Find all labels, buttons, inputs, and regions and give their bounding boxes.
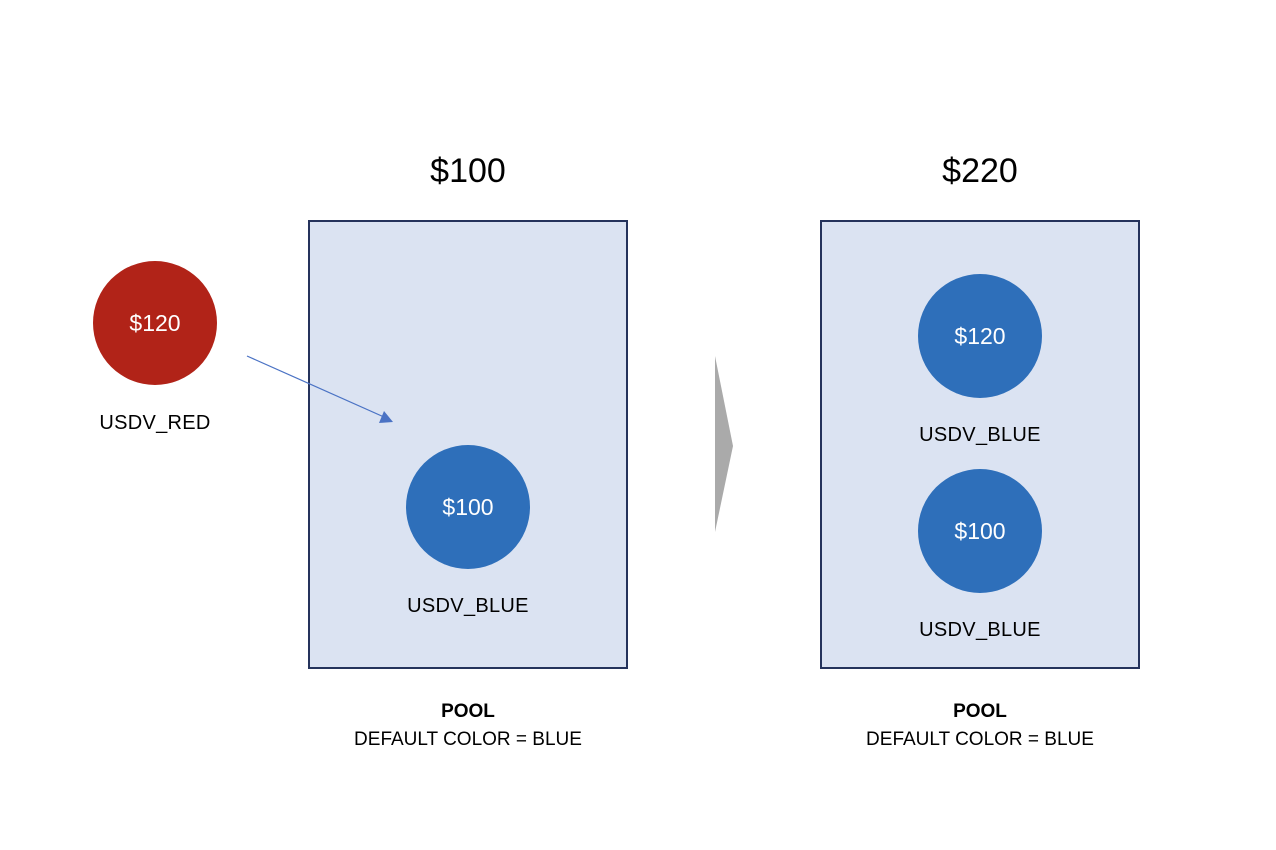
after-pool-coin-2: $100 bbox=[918, 469, 1042, 593]
incoming-coin-value: $120 bbox=[129, 309, 181, 336]
before-pool-caption-sub: DEFAULT COLOR = BLUE bbox=[354, 729, 582, 750]
after-pool-coin-1-value: $120 bbox=[954, 322, 1006, 349]
after-pool-caption-sub: DEFAULT COLOR = BLUE bbox=[866, 729, 1094, 750]
before-pool-caption: POOL DEFAULT COLOR = BLUE bbox=[318, 698, 618, 754]
after-pool-coin-2-label: USDV_BLUE bbox=[919, 619, 1041, 641]
deposit-arrow-head bbox=[379, 411, 393, 423]
incoming-coin-label: USDV_RED bbox=[99, 412, 211, 434]
before-pool-coin-label: USDV_BLUE bbox=[407, 595, 529, 617]
incoming-coin: $120 bbox=[93, 261, 217, 385]
after-pool-coin-2-value: $100 bbox=[954, 517, 1006, 544]
after-pool-coin-1: $120 bbox=[918, 274, 1042, 398]
before-pool-coin-value: $100 bbox=[442, 493, 494, 520]
after-pool-caption-title: POOL bbox=[953, 701, 1007, 722]
before-pool bbox=[308, 220, 628, 669]
before-pool-coin: $100 bbox=[406, 445, 530, 569]
before-pool-caption-title: POOL bbox=[441, 701, 495, 722]
deposit-arrow-line bbox=[246, 355, 385, 418]
after-pool-coin-1-label: USDV_BLUE bbox=[919, 424, 1041, 446]
transition-arrow-icon bbox=[715, 356, 733, 532]
after-total: $220 bbox=[942, 152, 1018, 190]
before-total: $100 bbox=[430, 152, 506, 190]
after-pool-caption: POOL DEFAULT COLOR = BLUE bbox=[830, 698, 1130, 754]
